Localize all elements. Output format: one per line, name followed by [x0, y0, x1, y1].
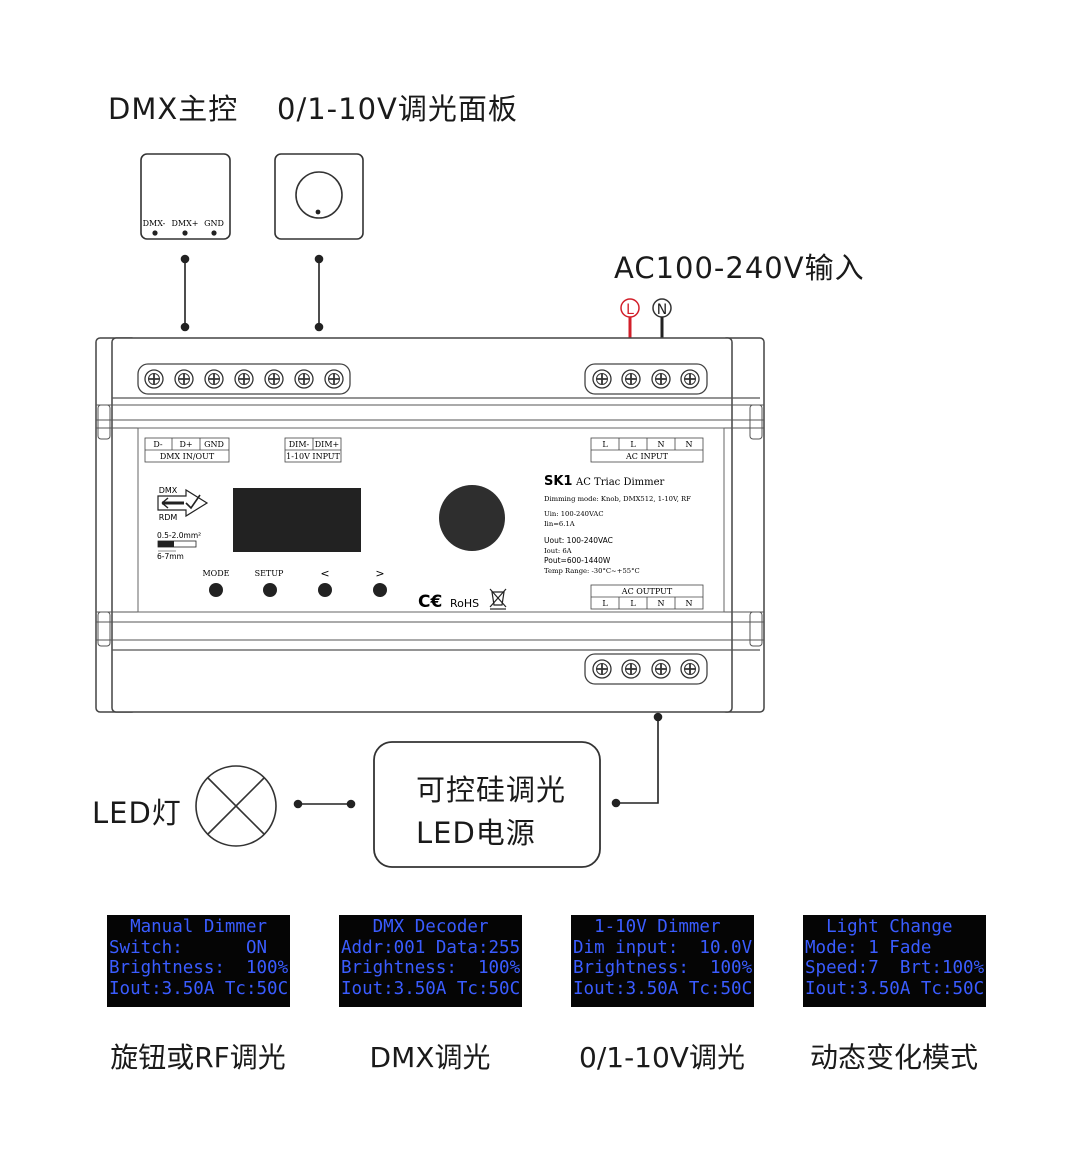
next-button	[373, 583, 387, 597]
svg-text:AC OUTPUT: AC OUTPUT	[621, 587, 673, 596]
n-wire-label: N	[657, 302, 667, 318]
dim-terminal-label: DIM- DIM+ 1-10V INPUT	[284, 437, 342, 463]
dim-panel-box	[274, 153, 364, 240]
led-lamp-icon	[195, 765, 277, 847]
model-name: SK1	[544, 474, 572, 489]
l-wire-label: L	[626, 302, 634, 318]
model-desc: AC Triac Dimmer	[575, 477, 665, 488]
weee-bin-icon	[489, 588, 507, 610]
psu-label-line1: 可控硅调光	[416, 773, 567, 807]
led-power-supply-box	[373, 741, 601, 868]
wiring-diagram: DMX- DMX+ GND L N	[95, 153, 765, 868]
dmx-pin-label: DMX-	[143, 219, 166, 228]
prev-button-label: <	[320, 567, 329, 580]
psu-label-line2: LED电源	[416, 816, 536, 850]
svg-text:DMX: DMX	[159, 486, 178, 495]
svg-text:L: L	[602, 599, 608, 608]
spec-line: Dimming mode: Knob, DMX512, 1-10V, RF	[544, 495, 691, 503]
output-wiring	[293, 712, 663, 809]
svg-text:L: L	[630, 599, 636, 608]
spec-line: Temp Range: -30°C~+55°C	[544, 567, 640, 575]
ac-input-terminal-label: L L N N AC INPUT	[590, 437, 704, 463]
svg-text:DIM-: DIM-	[289, 440, 310, 449]
ac-input-title: AC100-240V输入	[614, 251, 865, 285]
svg-text:L: L	[630, 440, 636, 449]
svg-text:6-7mm: 6-7mm	[157, 552, 184, 561]
dim-panel-title: 0/1-10V调光面板	[277, 92, 518, 126]
next-button-label: >	[375, 567, 384, 580]
dmx-rdm-logo: DMX RDM	[157, 486, 209, 522]
spec-line: Uin: 100-240VAC	[544, 510, 604, 518]
mode-button	[209, 583, 223, 597]
svg-text:N: N	[686, 440, 693, 449]
dmx-pin-label: DMX+	[171, 219, 198, 228]
spec-line: Pout=600-1440W	[544, 556, 611, 565]
caption-dmx: DMX调光	[369, 1041, 491, 1074]
dmx-pin-label: GND	[204, 219, 224, 228]
oled-screen	[233, 488, 361, 552]
svg-text:N: N	[658, 599, 665, 608]
connector-lines	[180, 254, 324, 332]
ac-output-terminal-label: AC OUTPUT L L N N	[590, 584, 704, 610]
dmx-terminal-label: D- D+ GND DMX IN/OUT	[144, 437, 230, 463]
rotary-knob-icon	[439, 485, 505, 551]
cert-marks: C€ RoHS	[418, 588, 507, 612]
wire-spec-icon: 0.5-2.0mm² 6-7mm	[157, 531, 201, 561]
svg-text:N: N	[686, 599, 693, 608]
ce-mark-icon: C€	[418, 592, 442, 612]
svg-text:RDM: RDM	[159, 513, 178, 522]
led-lamp-label: LED灯	[92, 796, 182, 830]
svg-text:DMX IN/OUT: DMX IN/OUT	[160, 452, 215, 461]
svg-text:D-: D-	[153, 440, 163, 449]
mode-button-label: MODE	[202, 569, 229, 578]
caption-dynamic: 动态变化模式	[809, 1041, 978, 1074]
svg-text:AC INPUT: AC INPUT	[625, 452, 669, 461]
svg-text:0.5-2.0mm²: 0.5-2.0mm²	[157, 531, 201, 540]
sk1-device: D- D+ GND DMX IN/OUT DIM- DIM+ 1-10V INP…	[95, 337, 765, 713]
svg-text:DIM+: DIM+	[315, 440, 339, 449]
spec-line: Iout: 6A	[544, 547, 572, 555]
setup-button	[263, 583, 277, 597]
spec-line: Iin=6.1A	[544, 520, 575, 528]
caption-knob-rf: 旋钮或RF调光	[110, 1041, 286, 1074]
svg-text:D+: D+	[179, 440, 192, 449]
svg-text:L: L	[602, 440, 608, 449]
svg-text:GND: GND	[204, 440, 224, 449]
prev-button	[318, 583, 332, 597]
spec-line: Uout: 100-240VAC	[544, 536, 613, 545]
dmx-master-box: DMX- DMX+ GND	[140, 153, 231, 240]
caption-0-1-10v: 0/1-10V调光	[579, 1041, 745, 1074]
dmx-master-title: DMX主控	[108, 92, 239, 126]
setup-button-label: SETUP	[255, 569, 284, 578]
svg-text:RoHS: RoHS	[450, 597, 479, 610]
dim-knob-icon	[295, 171, 343, 219]
svg-text:1-10V INPUT: 1-10V INPUT	[286, 452, 340, 461]
svg-text:N: N	[658, 440, 665, 449]
